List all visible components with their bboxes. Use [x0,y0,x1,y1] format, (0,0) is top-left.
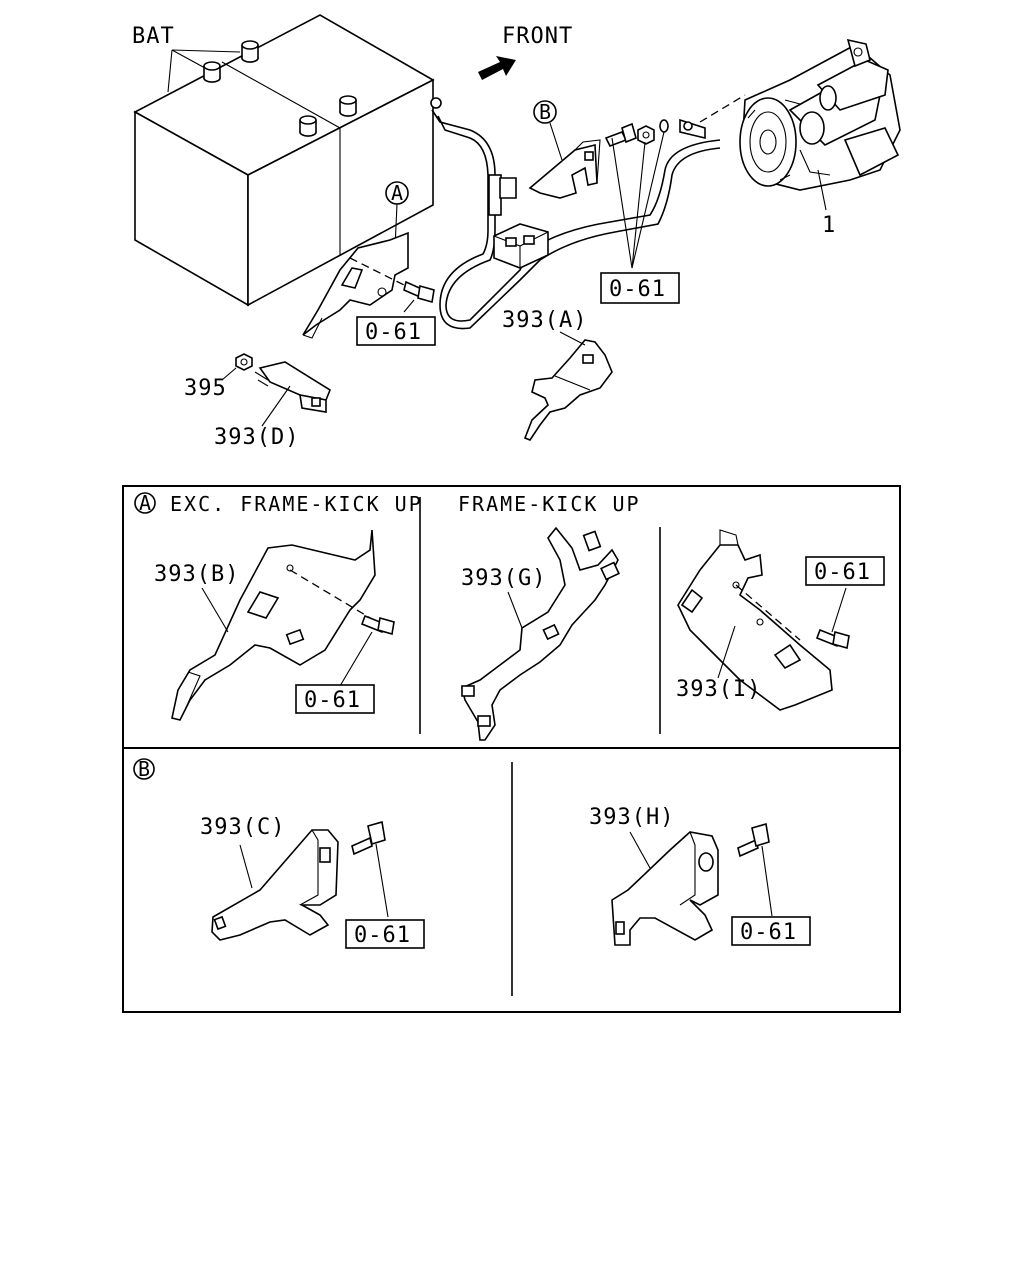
bolt-icon [737,822,770,858]
starter-motor [739,38,901,191]
nut-icon [637,125,655,145]
part-1-label: 1 [822,213,836,238]
part-393a-label: 393(A) [502,308,587,333]
bracket-393b-top [528,139,601,199]
leader-line [817,169,827,211]
bolt-icon [351,820,386,856]
ref-393h-label: 0-61 [740,920,797,945]
bracket-393c [211,829,339,941]
panel-a-circle [134,492,156,514]
ref-left-label: 0-61 [365,320,422,345]
part-393h-label: 393(H) [589,805,674,830]
bolt-icon [604,122,637,148]
callout-b-top [533,100,563,161]
front-label: FRONT [502,24,573,49]
part-393c-label: 393(C) [200,815,285,840]
bracket-393b-detail [171,529,376,721]
callout-a-letter: A [391,181,405,205]
battery-cable [430,97,721,330]
ref-right-label: 0-61 [609,277,666,302]
bolt-icon [815,628,850,650]
callout-b-letter: B [539,100,553,124]
bat-label: BAT [132,24,175,49]
ref-box-393i [805,556,885,586]
ref-393i-label: 0-61 [814,560,871,585]
battery-terminal [203,61,221,83]
panel-b-circle-letter: B [138,757,152,781]
bolt-icon [403,280,435,304]
part-393b-label: 393(B) [154,562,239,587]
ref-box-393c [345,919,425,949]
ref-393b-label: 0-61 [304,688,361,713]
panel-a-title-kick: FRAME-KICK UP [458,492,641,516]
ref-box-left [356,316,436,346]
washer-icon [659,119,669,133]
bolt-icon [360,614,395,636]
bracket-393i [677,529,833,711]
bracket-393a [523,339,613,441]
part-393i-label: 393(I) [676,677,761,702]
part-395-label: 395 [184,376,227,401]
front-arrow-icon [478,56,516,80]
nut-395-icon [235,353,253,371]
panel-a-circle-letter: A [139,491,153,515]
battery-terminal [339,95,357,117]
bracket-393g [461,526,620,741]
ref-box-393h [731,916,811,946]
bracket-393h [611,831,719,946]
panel-b-circle [133,758,155,780]
ref-box-right [600,272,680,304]
part-393g-label: 393(G) [461,566,546,591]
panel-b-frame [122,747,901,1013]
bracket-battery-side [302,231,409,339]
battery-terminal [299,115,317,137]
battery-assembly [133,14,435,307]
ref-box-393b [295,684,375,714]
battery-terminal [241,40,259,63]
ref-393c-label: 0-61 [354,923,411,948]
part-393d-label: 393(D) [214,425,299,450]
panel-a-title-exc: EXC. FRAME-KICK UP [170,492,423,516]
bracket-393d [254,361,331,413]
